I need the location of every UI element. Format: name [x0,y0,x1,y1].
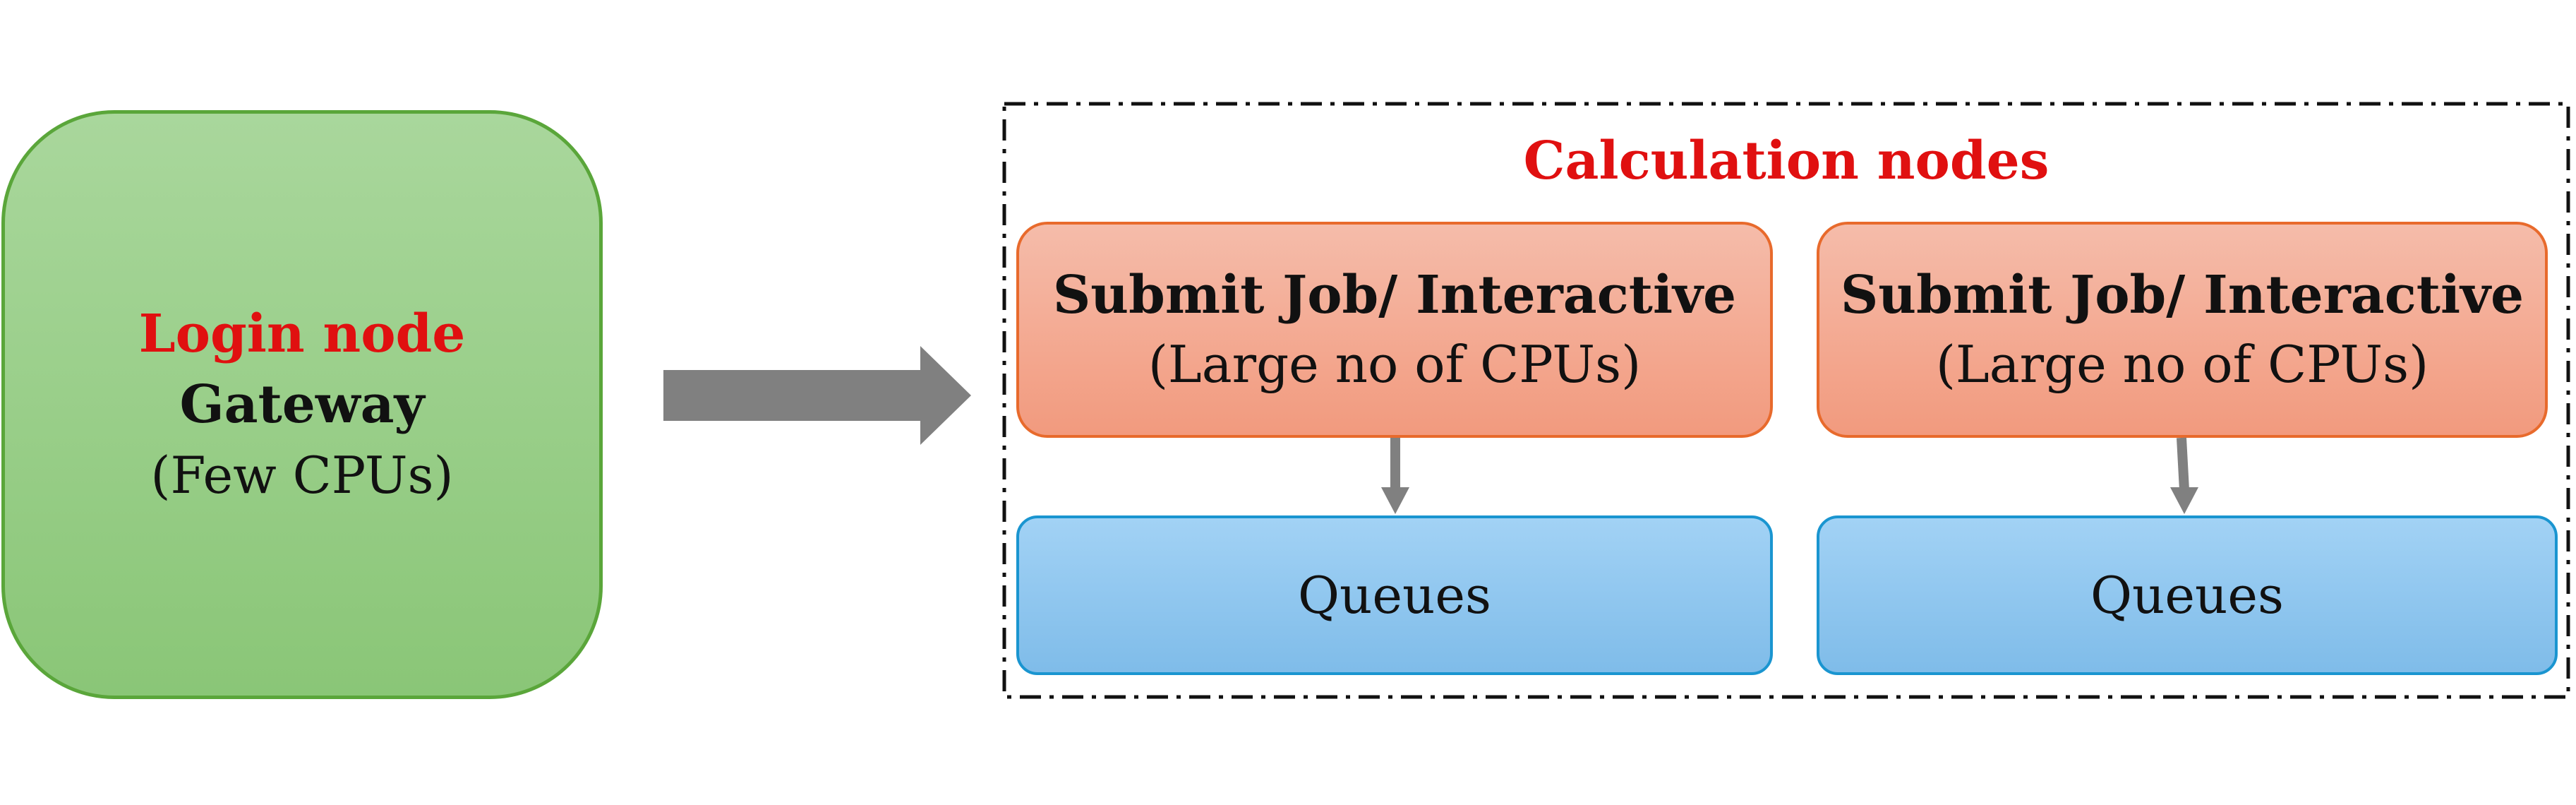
submit-job-title: Submit Job/ Interactive [1840,265,2524,326]
queue-box: Queues [1016,515,1773,675]
login-node-title: Login node [138,304,466,364]
gateway-to-cluster-arrow [663,346,971,445]
submit-job-title: Submit Job/ Interactive [1052,265,1737,326]
queue-label: Queues [1298,566,1491,625]
submit-job-box: Submit Job/ Interactive (Large no of CPU… [1817,222,2548,438]
login-node-box: Login node Gateway (Few CPUs) [1,110,603,699]
queue-box: Queues [1817,515,2558,675]
calculation-nodes-title: Calculation nodes [1523,131,2050,191]
submit-job-note: (Large no of CPUs) [1935,335,2429,394]
calculation-nodes-boundary [1002,102,2570,699]
login-node-subtitle: Gateway [179,374,425,435]
login-node-note: (Few CPUs) [150,446,454,505]
submit-job-box: Submit Job/ Interactive (Large no of CPU… [1016,222,1773,438]
queue-label: Queues [2090,566,2284,625]
submit-job-note: (Large no of CPUs) [1148,335,1642,394]
